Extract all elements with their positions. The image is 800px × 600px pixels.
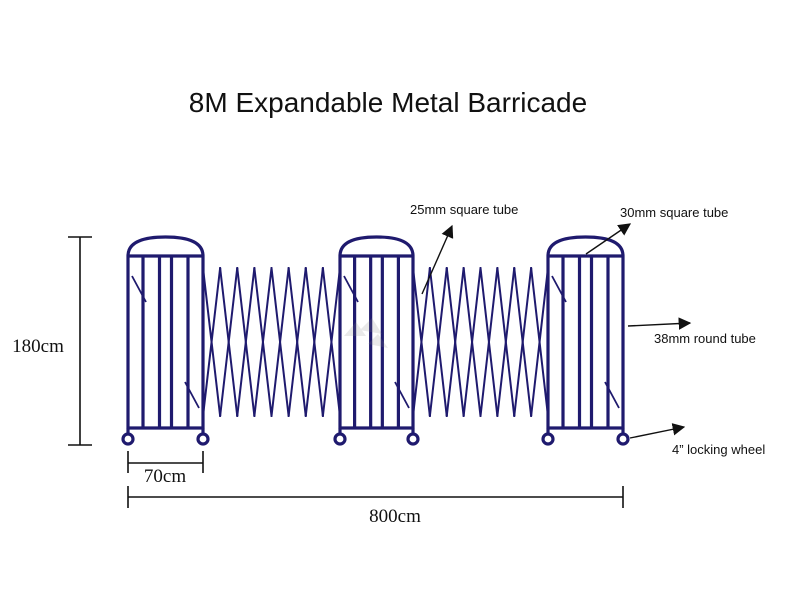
callout-locking-wheel: 4” locking wheel <box>629 423 765 457</box>
dimension-panel-width-label: 70cm <box>144 466 186 487</box>
panel-brace <box>343 275 359 303</box>
panel-brace <box>551 275 567 303</box>
lattice-strut <box>253 267 273 417</box>
dimension-total-length: 800cm <box>127 486 624 527</box>
callout-arrow <box>627 317 692 330</box>
lattice-strut <box>462 267 482 417</box>
callout-label: 38mm round tube <box>654 331 756 346</box>
gate-panel-right <box>541 235 630 446</box>
callout-label: 4” locking wheel <box>672 442 765 457</box>
callout-arrow <box>629 423 686 439</box>
panel-outer-frame <box>126 235 205 430</box>
gate-panel-left <box>121 235 210 446</box>
dimension-panel-width: 70cm <box>127 451 204 487</box>
lattice-strut <box>287 267 307 417</box>
scissor-lattice-left <box>202 267 341 417</box>
dimension-height-label: 180cm <box>12 336 64 357</box>
lattice-strut <box>202 267 222 417</box>
panel-brace <box>394 381 410 409</box>
callout-label: 30mm square tube <box>620 205 728 220</box>
lattice-strut <box>412 267 431 417</box>
dimension-total-length-label: 800cm <box>369 506 421 527</box>
lattice-strut <box>496 267 516 417</box>
diagram-title: 8M Expandable Metal Barricade <box>189 87 587 118</box>
scissor-lattice-right <box>412 267 549 417</box>
lattice-strut <box>428 267 448 417</box>
panel-outer-frame <box>338 235 415 430</box>
lattice-strut <box>513 267 533 417</box>
panel-brace <box>184 381 200 409</box>
callout-30mm-square-tube: 30mm square tube <box>585 205 728 255</box>
locking-wheel <box>616 432 630 446</box>
lattice-strut <box>219 267 239 417</box>
locking-wheel <box>196 432 210 446</box>
callout-arrow <box>585 223 632 255</box>
locking-wheel <box>406 432 420 446</box>
lattice-strut <box>479 267 499 417</box>
lattice-strut <box>236 267 256 417</box>
lattice-strut <box>270 267 290 417</box>
locking-wheel <box>121 432 135 446</box>
lattice-strut <box>445 267 465 417</box>
dimension-height: 180cm <box>6 236 92 446</box>
callout-25mm-square-tube: 25mm square tube <box>410 202 518 295</box>
panel-brace <box>604 381 620 409</box>
panel-brace <box>131 275 147 303</box>
locking-wheel <box>541 432 555 446</box>
lattice-strut <box>304 267 324 417</box>
lattice-strut <box>530 267 549 417</box>
callout-label: 25mm square tube <box>410 202 518 217</box>
watermark-logo <box>344 318 388 348</box>
callout-arrow <box>421 224 454 295</box>
locking-wheel <box>333 432 347 446</box>
callout-38mm-round-tube: 38mm round tube <box>627 317 756 346</box>
panel-outer-frame <box>546 235 625 430</box>
lattice-strut <box>321 267 341 417</box>
gate-panel-middle <box>333 235 420 446</box>
